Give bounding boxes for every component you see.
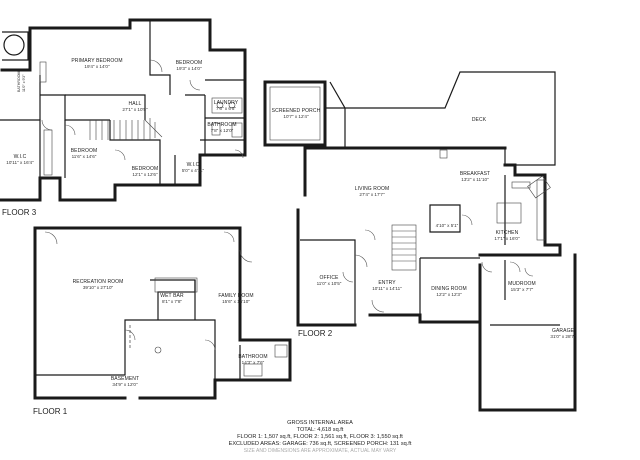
room-wet-bar-dims: 8'1" x 7'8" <box>162 299 182 304</box>
room-dining-room-name: DINING ROOM <box>431 286 467 292</box>
room-basement-name: BASEMENT <box>111 376 139 382</box>
room-living-room-name: LIVING ROOM <box>355 186 389 192</box>
room-wet-bar-name: WET BAR <box>160 293 184 299</box>
area-title: GROSS INTERNAL AREA <box>287 420 353 426</box>
floor-2-label: FLOOR 2 <box>298 329 333 338</box>
room-kitchen-dims: 17'1" x 16'0" <box>494 236 520 241</box>
room-basement-dims: 34'9" x 12'0" <box>112 382 138 387</box>
room-wic-left-name: W.I.C <box>14 154 27 160</box>
room-family-room-dims: 15'6" x 15'10" <box>222 299 250 304</box>
room-bedroom-3c-dims: 12'1" x 12'6" <box>132 172 158 177</box>
room-wic-left-dims: 10'11" x 16'4" <box>6 160 34 165</box>
floor-1-label: FLOOR 1 <box>33 407 68 416</box>
room-bathroom-1-name: BATHROOM <box>238 354 267 360</box>
room-entry-name: ENTRY <box>378 280 396 286</box>
room-wic-small-dims: 5'0" x 4'11" <box>182 168 205 173</box>
bathtub <box>2 31 29 61</box>
room-family-room-name: FAMILY ROOM <box>218 293 253 299</box>
room-wic-small-name: W.I.C <box>187 162 200 168</box>
room-garage-dims: 31'0" x 28'7" <box>550 334 576 339</box>
room-recreation-room-name: RECREATION ROOM <box>73 279 124 285</box>
room-laundry-name: LAUNDRY <box>214 100 239 106</box>
deck-outline <box>324 71 556 166</box>
room-screened-porch-dims: 10'7" x 12'4" <box>283 114 309 119</box>
room-bathroom-3-name: BATHROOM <box>207 122 236 128</box>
room-bedroom-3b-name: BEDROOM <box>71 148 98 154</box>
area-disclaimer: SIZE AND DIMENSIONS ARE APPROXIMATE, ACT… <box>244 448 397 454</box>
room-mudroom-dims: 15'3" x 7'7" <box>511 287 534 292</box>
bathtub-basin <box>3 34 25 56</box>
room-hall-name: HALL <box>129 101 142 107</box>
room-mudroom-name: MUDROOM <box>508 281 536 287</box>
room-entry-dims: 10'11" x 14'11" <box>372 286 402 291</box>
area-excluded: EXCLUDED AREAS: GARAGE: 736 sq.ft, SCREE… <box>229 441 412 447</box>
f3-vertical-bath-dims: 11'0" x 9'3" <box>22 74 26 92</box>
room-screened-porch-name: SCREENED PORCH <box>272 108 321 114</box>
room-bedroom-3c-name: BEDROOM <box>132 166 159 172</box>
screened-porch-walls <box>263 80 327 147</box>
area-summary: GROSS INTERNAL AREA TOTAL: 4,618 sq.ft F… <box>229 420 412 454</box>
f2-bath-dims: 4'10" x 5'1" <box>436 223 459 228</box>
floor-3-label: FLOOR 3 <box>2 208 37 217</box>
room-deck-name: DECK <box>472 117 487 123</box>
room-bedroom-3a-dims: 19'3" x 14'0" <box>176 66 202 71</box>
room-bedroom-3b-dims: 11'6" x 14'6" <box>72 154 97 159</box>
floor-1-plan <box>33 226 292 400</box>
room-bathroom-3-dims: 7'8" x 12'0" <box>211 128 234 133</box>
room-dining-room-dims: 12'2" x 12'3" <box>436 292 462 297</box>
area-floors: FLOOR 1: 1,507 sq.ft, FLOOR 2: 1,561 sq.… <box>237 434 403 440</box>
floor-2-plan <box>263 71 577 412</box>
floor-3-stairs <box>89 118 163 140</box>
area-total: TOTAL: 4,618 sq.ft <box>297 427 344 433</box>
floor-2-stairs <box>391 224 417 271</box>
room-bathroom-1-dims: 14'3" x 7'6" <box>242 360 265 365</box>
room-office-dims: 11'0" x 10'5" <box>317 281 342 286</box>
floor-3-plan <box>0 18 247 202</box>
room-breakfast-name: BREAKFAST <box>460 171 490 177</box>
room-recreation-room-dims: 39'10" x 27'10" <box>83 285 114 290</box>
kitchen-island <box>496 202 522 224</box>
room-bedroom-3a-name: BEDROOM <box>176 60 203 66</box>
room-garage-name: GARAGE <box>552 328 575 334</box>
room-laundry-dims: 7'6" x 6'5" <box>216 106 236 111</box>
room-primary-bedroom-name: PRIMARY BEDROOM <box>71 58 122 64</box>
room-living-room-dims: 27'4" x 17'7" <box>359 192 385 197</box>
room-primary-bedroom-dims: 19'4" x 14'0" <box>84 64 110 69</box>
room-breakfast-dims: 13'2" x 11'10" <box>461 177 489 182</box>
room-kitchen-name: KITCHEN <box>496 230 519 236</box>
f3-vertical-bath-name: BATHROOM <box>17 71 21 92</box>
room-hall-dims: 27'1" x 10'5" <box>122 107 148 112</box>
room-office-name: OFFICE <box>320 275 339 281</box>
